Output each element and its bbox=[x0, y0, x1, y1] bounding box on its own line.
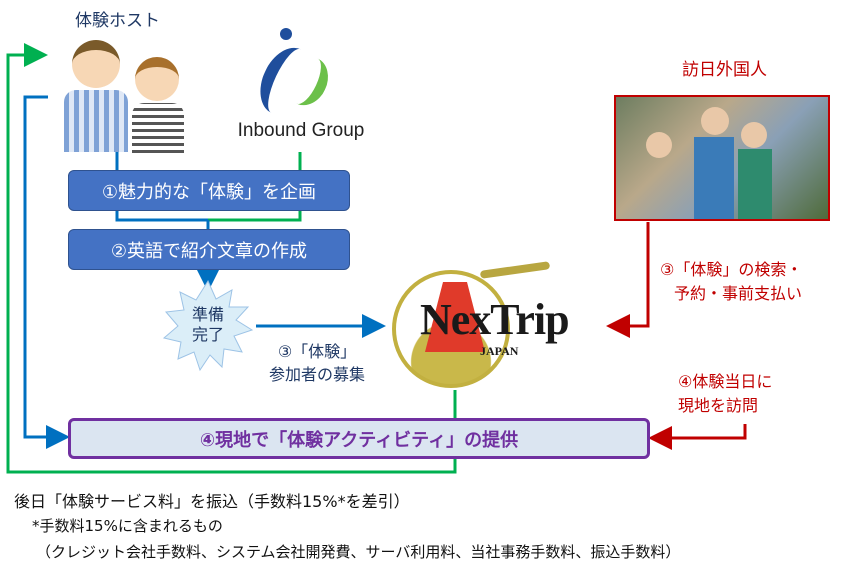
search-line2: 予約・事前支払い bbox=[674, 284, 803, 303]
search-line1: ③「体験」の検索・ bbox=[660, 260, 803, 279]
red-search-line bbox=[606, 222, 650, 338]
step4-provide-activity: ④現地で「体験アクティビティ」の提供 bbox=[68, 418, 650, 459]
visit-line2: 現地を訪問 bbox=[678, 396, 759, 415]
nextrip-logo: NexTrip JAPAN bbox=[390, 261, 605, 392]
fee-note-title: *手数料15%に含まれるもの bbox=[32, 517, 223, 535]
host-label: 体験ホスト bbox=[75, 11, 160, 31]
step1-plan-experience: ①魅力的な「体験」を企画 bbox=[68, 170, 350, 211]
visitors-photo bbox=[614, 95, 830, 221]
ready-line1: 準備 bbox=[191, 305, 224, 324]
visit-on-day-label: ④体験当日に 現地を訪問 bbox=[678, 370, 772, 418]
inbound-group-logo: Inbound Group bbox=[225, 28, 377, 153]
visit-line1: ④体験当日に bbox=[678, 372, 773, 391]
ready-starburst bbox=[162, 279, 254, 372]
recruit-line2: 参加者の募集 bbox=[268, 365, 365, 384]
recruit-participants-label: ③「体験」 参加者の募集 bbox=[252, 340, 382, 386]
red-visit-line bbox=[648, 424, 747, 450]
fee-note-detail: （クレジット会社手数料、システム会社開発費、サーバ利用料、当社事務手数料、振込手… bbox=[36, 543, 681, 561]
ready-label: 準備 完了 bbox=[178, 305, 238, 345]
green-return-line bbox=[6, 43, 457, 474]
ready-line2: 完了 bbox=[191, 325, 224, 344]
visitors-label: 訪日外国人 bbox=[682, 60, 767, 80]
blue-host-line bbox=[23, 95, 70, 449]
step2-write-english-intro: ②英語で紹介文章の作成 bbox=[68, 229, 350, 270]
host-illustration bbox=[50, 35, 190, 153]
payment-note: 後日「体験サービス料」を振込（手数料15%*を差引） bbox=[14, 492, 410, 511]
search-reserve-pay-label: ③「体験」の検索・ 予約・事前支払い bbox=[660, 258, 802, 306]
recruit-line1: ③「体験」 bbox=[277, 342, 357, 361]
